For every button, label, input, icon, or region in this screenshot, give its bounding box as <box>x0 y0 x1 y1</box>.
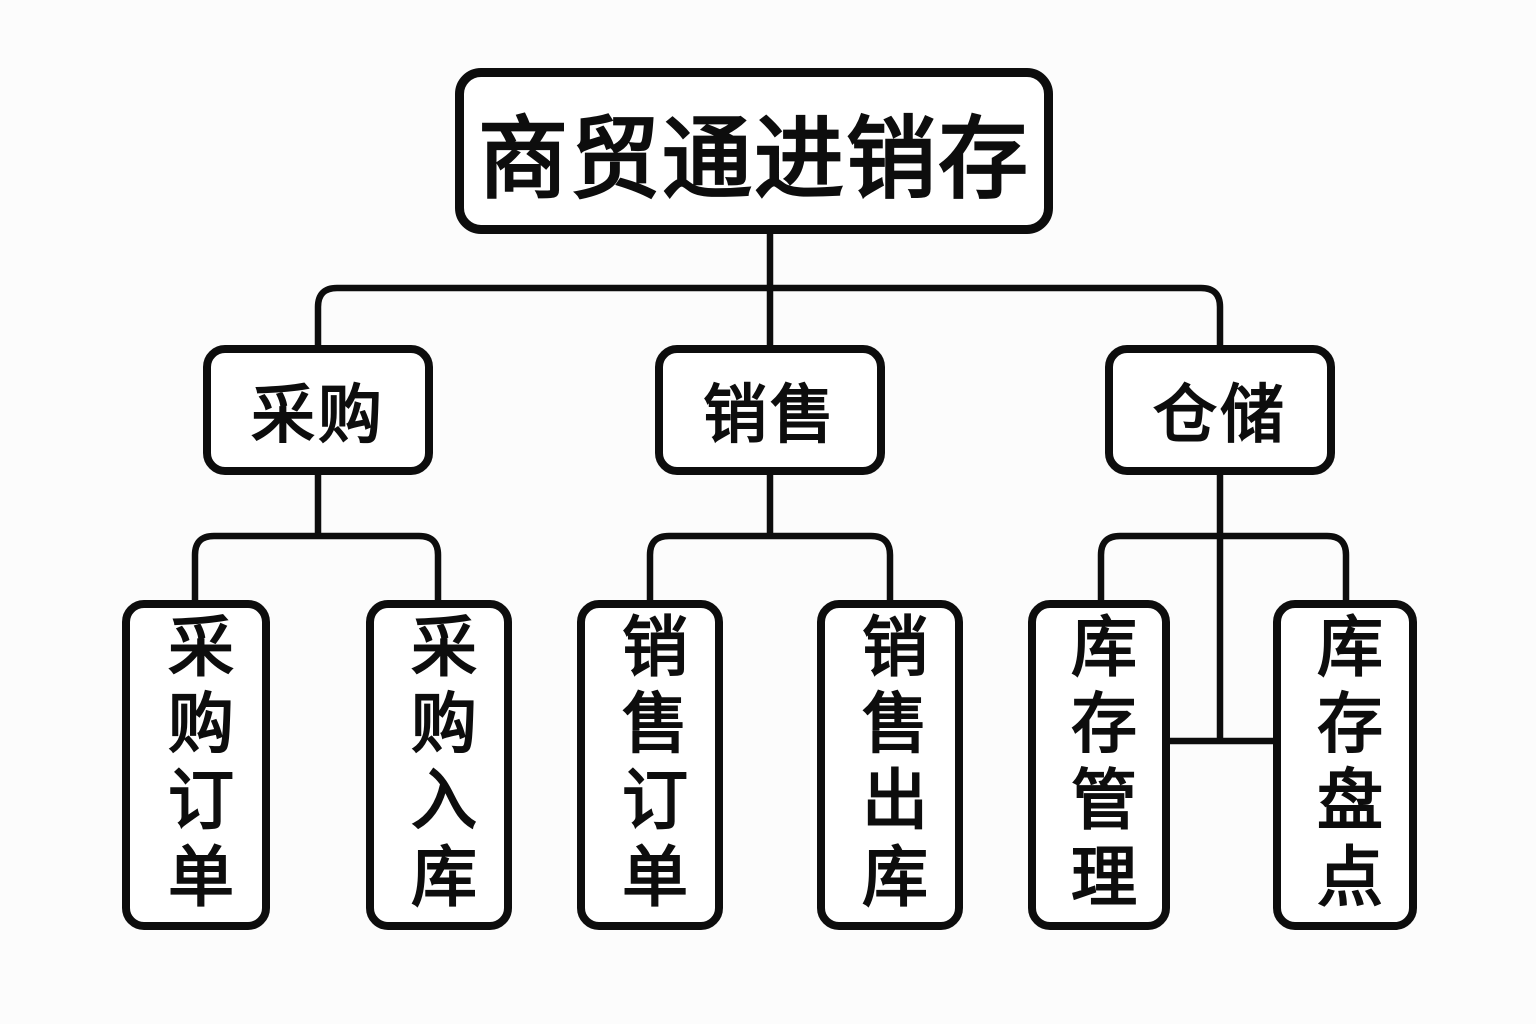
edge-sales-rail <box>646 532 894 602</box>
node-root: 商贸通进销存 <box>455 68 1053 234</box>
node-warehouse-label: 仓储 <box>1153 379 1287 451</box>
node-inventory-count: 库存盘点 <box>1273 600 1417 930</box>
node-sales-outbound: 销售出库 <box>817 600 963 930</box>
node-sales-label: 销售 <box>703 379 837 451</box>
node-warehouse: 仓储 <box>1105 345 1335 475</box>
edge-root-rail <box>314 284 1224 350</box>
edge-warehouse-rail <box>1097 532 1350 602</box>
node-sales: 销售 <box>655 345 885 475</box>
node-purchase-inbound-label: 采购入库 <box>402 611 476 919</box>
node-purchase-order-label: 采购订单 <box>159 611 233 919</box>
node-sales-order: 销售订单 <box>577 600 723 930</box>
edge-purchase-rail <box>191 532 442 602</box>
node-inventory-management: 库存管理 <box>1028 600 1170 930</box>
node-purchase: 采购 <box>203 345 433 475</box>
node-purchase-label: 采购 <box>251 379 385 451</box>
node-purchase-inbound: 采购入库 <box>366 600 512 930</box>
node-inventory-management-label: 库存管理 <box>1062 611 1136 919</box>
node-sales-order-label: 销售订单 <box>613 611 687 919</box>
node-purchase-order: 采购订单 <box>122 600 270 930</box>
node-inventory-count-label: 库存盘点 <box>1308 611 1382 919</box>
node-sales-outbound-label: 销售出库 <box>853 611 927 919</box>
node-root-label: 商贸通进销存 <box>478 110 1030 210</box>
